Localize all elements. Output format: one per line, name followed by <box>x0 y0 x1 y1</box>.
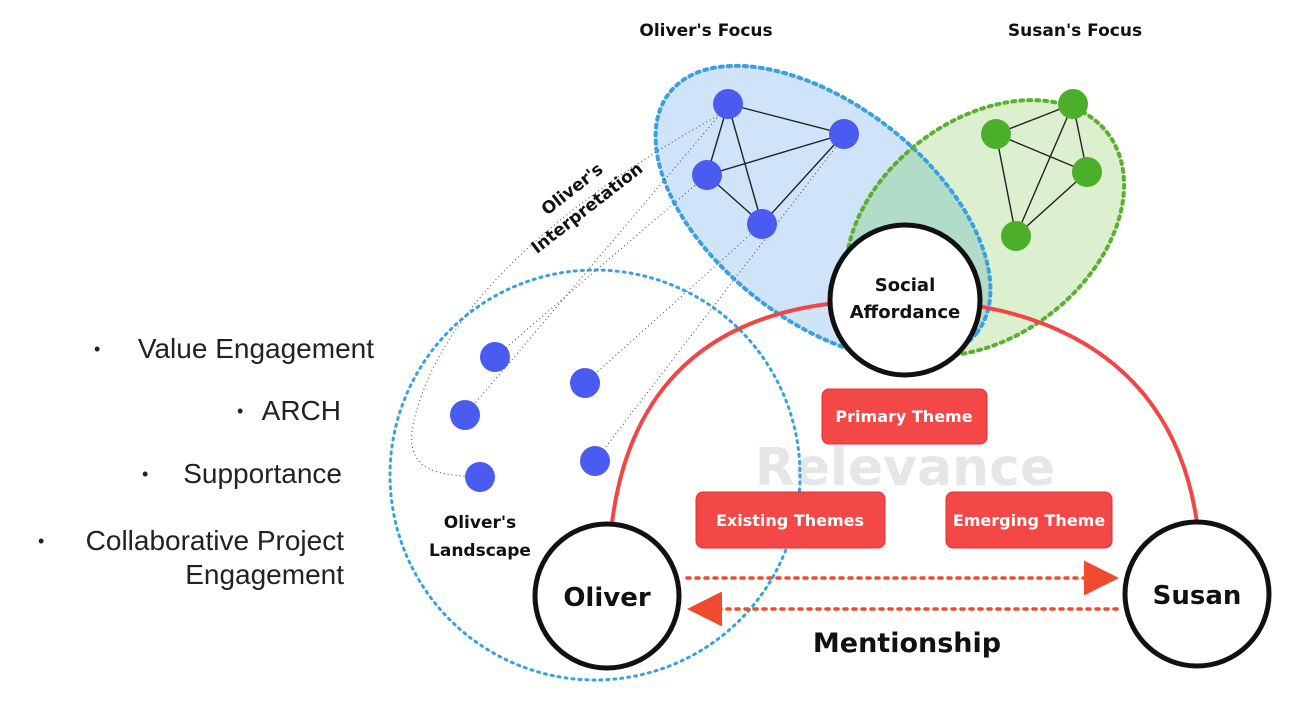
oliver-landscape-label-line1: Oliver's <box>444 513 516 533</box>
susan-focus-node <box>1072 157 1102 187</box>
social-affordance-node <box>827 222 983 378</box>
oliver-landscape-nodes <box>450 342 610 492</box>
primary-theme-box <box>821 388 988 445</box>
mentionship-label: Mentionship <box>813 628 1001 659</box>
landscape-node <box>480 342 510 372</box>
existing-themes-box <box>695 491 886 549</box>
primary-theme-label: Primary Theme <box>835 407 972 426</box>
emerging-theme-label: Emerging Theme <box>953 511 1106 530</box>
susan-focus-title: Susan's Focus <box>1008 21 1142 41</box>
landscape-node <box>465 462 495 492</box>
social-affordance-label-line2: Affordance <box>850 302 960 323</box>
susan-focus-node <box>981 119 1011 149</box>
oliver-node-label: Oliver <box>563 583 651 613</box>
oliver-landscape-outline <box>388 268 802 682</box>
oliver-landscape-label-line2: Landscape <box>429 541 531 561</box>
oliver-focus-node <box>747 209 777 239</box>
susan-node-label: Susan <box>1153 581 1242 611</box>
susan-focus-node <box>1001 221 1031 251</box>
relevance-watermark: Relevance <box>755 438 1056 498</box>
landscape-node <box>450 400 480 430</box>
oliver-node <box>532 521 682 671</box>
oliver-focus-outline <box>653 63 993 363</box>
oliver-focus-nodes <box>692 89 859 239</box>
susan-node <box>1122 519 1272 669</box>
oliver-focus-node <box>713 89 743 119</box>
susan-focus-nodes <box>981 89 1102 251</box>
existing-themes-label: Existing Themes <box>716 511 864 530</box>
landscape-node <box>570 368 600 398</box>
social-affordance-label-line1: Social <box>875 275 936 296</box>
oliver-focus-node <box>692 160 722 190</box>
landscape-node <box>580 446 610 476</box>
oliver-focus-title: Oliver's Focus <box>639 21 772 41</box>
oliver-focus-node <box>829 119 859 149</box>
susan-focus-node <box>1058 89 1088 119</box>
emerging-theme-box <box>945 491 1113 549</box>
